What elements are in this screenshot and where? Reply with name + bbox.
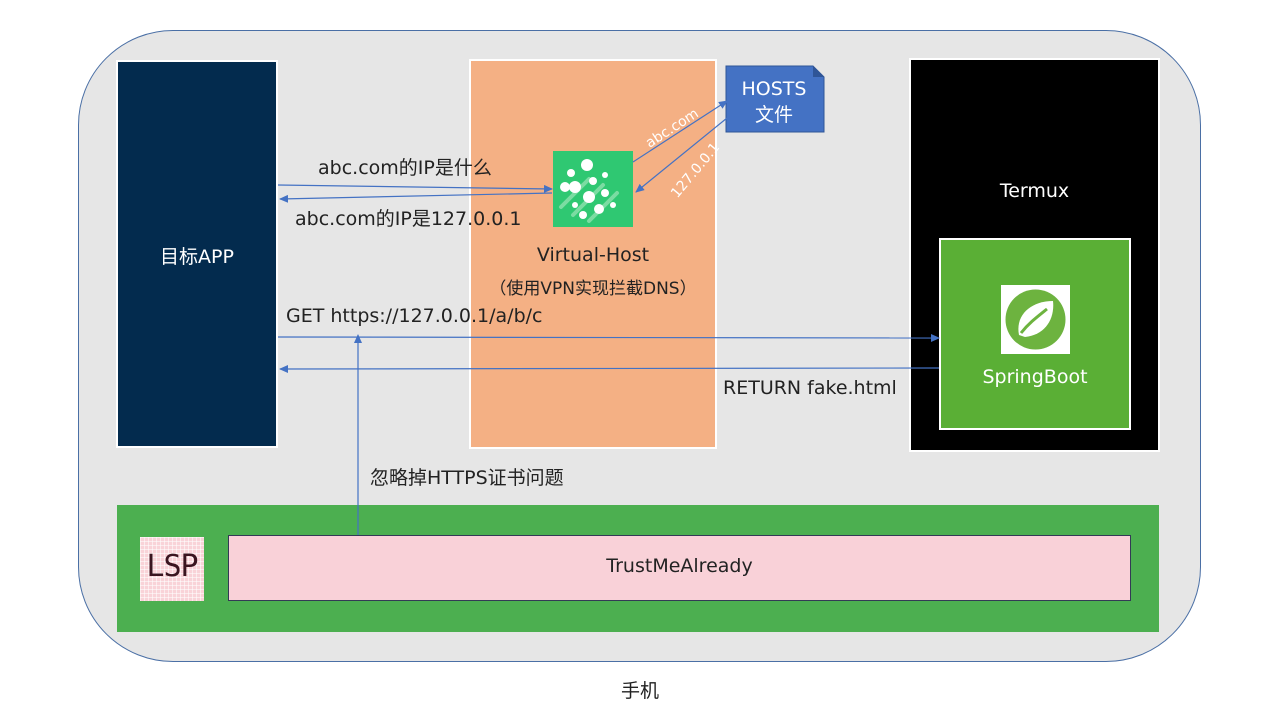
- dns-query-arrow: [277, 184, 553, 193]
- hosts-file-document-icon: [725, 65, 825, 133]
- springboot-label: SpringBoot: [982, 366, 1088, 388]
- lsp-logo-text: LSP: [146, 549, 198, 584]
- virtual-host-title: Virtual-Host: [536, 244, 650, 266]
- hosts-answer-arrow: [635, 117, 728, 193]
- dns-query-label: abc.com的IP是什么: [318, 157, 492, 179]
- virtual-host-box: [469, 59, 717, 449]
- termux-label: Termux: [999, 180, 1070, 202]
- hosts-file-line-1: HOSTS: [741, 78, 807, 100]
- springboot-leaf-icon: [1001, 285, 1070, 354]
- ignore-https-label: 忽略掉HTTPS证书问题: [370, 467, 564, 489]
- http-response-label: RETURN fake.html: [723, 377, 897, 399]
- http-response-arrow: [279, 364, 940, 373]
- target-app-box: [116, 60, 278, 448]
- target-app-label: 目标APP: [160, 246, 234, 268]
- hosts-query-arrow: [632, 100, 728, 163]
- lsp-logo-icon: [140, 537, 204, 601]
- virtual-host-subtitle: （使用VPN实现拦截DNS）: [489, 279, 697, 299]
- hosts-file-line-2: 文件: [754, 104, 793, 126]
- dns-answer-label: abc.com的IP是127.0.0.1: [295, 208, 522, 230]
- trustmealready-label: TrustMeAlready: [606, 555, 753, 577]
- trustmealready-box: [228, 535, 1131, 601]
- http-request-label: GET https://127.0.0.1/a/b/c: [286, 305, 543, 327]
- dns-answer-arrow: [279, 192, 553, 203]
- virtual-host-app-icon: [553, 151, 633, 227]
- phone-label: 手机: [620, 680, 659, 702]
- http-request-arrow: [277, 333, 940, 342]
- hosts-file-label: HOSTS 文件: [728, 76, 820, 128]
